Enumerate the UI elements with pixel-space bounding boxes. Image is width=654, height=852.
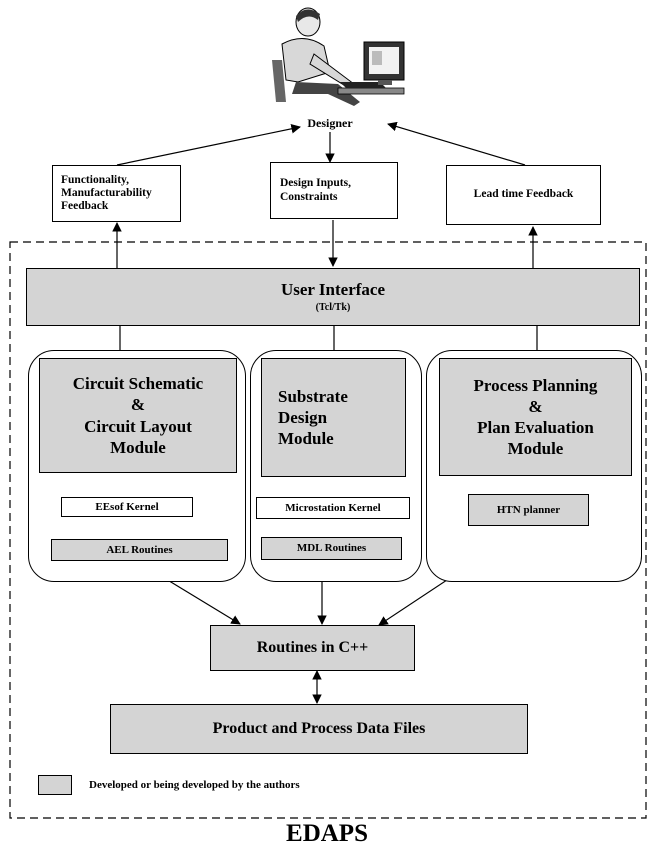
lead-time-feedback-box: Lead time Feedback: [446, 165, 601, 225]
ael-routines-box: AEL Routines: [51, 539, 228, 561]
circuit-module-box: Circuit Schematic & Circuit Layout Modul…: [39, 358, 237, 473]
process-title-line-3: Plan Evaluation: [477, 418, 594, 437]
htn-planner-box: HTN planner: [468, 494, 589, 526]
htn-planner-label: HTN planner: [496, 503, 561, 516]
process-title-line-2: &: [528, 396, 543, 416]
process-title-line-1: Process Planning: [473, 375, 598, 395]
user-interface-title: User Interface: [280, 280, 385, 300]
eesof-kernel-box: EEsof Kernel: [61, 497, 193, 517]
design-inputs-line-2: Constraints: [280, 190, 338, 203]
designer-illustration: [268, 2, 408, 114]
functionality-feedback-box: Functionality, Manufacturability Feedbac…: [52, 165, 181, 222]
substrate-module-box: Substrate Design Module: [261, 358, 406, 477]
data-files-label: Product and Process Data Files: [212, 719, 426, 737]
lead-time-label: Lead time Feedback: [473, 188, 574, 201]
designer-at-computer-icon: [272, 7, 405, 106]
system-boundary: [9, 241, 647, 819]
arrow-functionality-to-designer: [116, 124, 301, 166]
circuit-title-line-3: Circuit Layout: [84, 416, 192, 436]
microstation-kernel-label: Microstation Kernel: [285, 501, 381, 514]
design-inputs-line-1: Design Inputs,: [280, 177, 351, 190]
functionality-line-1: Functionality,: [61, 173, 130, 186]
microstation-kernel-box: Microstation Kernel: [256, 497, 410, 519]
circuit-title-line-2: &: [130, 395, 146, 415]
circuit-title-line-4: Module: [110, 437, 166, 457]
legend-label: Developed or being developed by the auth…: [89, 779, 300, 791]
mdl-routines-box: MDL Routines: [261, 537, 402, 560]
user-interface-bar: User Interface (Tcl/Tk): [26, 268, 640, 326]
mdl-routines-label: MDL Routines: [296, 542, 367, 555]
user-interface-subtitle: (Tcl/Tk): [315, 302, 351, 314]
substrate-title-line-2: Design: [278, 407, 328, 427]
functionality-line-2: Manufacturability: [61, 186, 152, 199]
substrate-title-line-1: Substrate: [278, 386, 348, 406]
designer-label: Designer: [307, 116, 353, 131]
data-files-box: Product and Process Data Files: [110, 704, 528, 754]
process-module-box: Process Planning & Plan Evaluation Modul…: [439, 358, 632, 476]
routines-cpp-box: Routines in C++: [210, 625, 415, 671]
substrate-title-line-3: Module: [278, 429, 334, 449]
diagram-caption: EDAPS: [286, 819, 368, 847]
process-title-line-4: Module: [507, 439, 564, 459]
eesof-kernel-label: EEsof Kernel: [95, 500, 159, 513]
routines-cpp-label: Routines in C++: [256, 638, 369, 656]
circuit-title-line-1: Circuit Schematic: [72, 374, 204, 393]
arrow-leadtime-to-designer: [387, 121, 526, 166]
ael-routines-label: AEL Routines: [106, 543, 173, 556]
functionality-line-3: Feedback: [61, 200, 109, 213]
legend-swatch: [38, 775, 72, 795]
design-inputs-box: Design Inputs, Constraints: [270, 162, 398, 219]
